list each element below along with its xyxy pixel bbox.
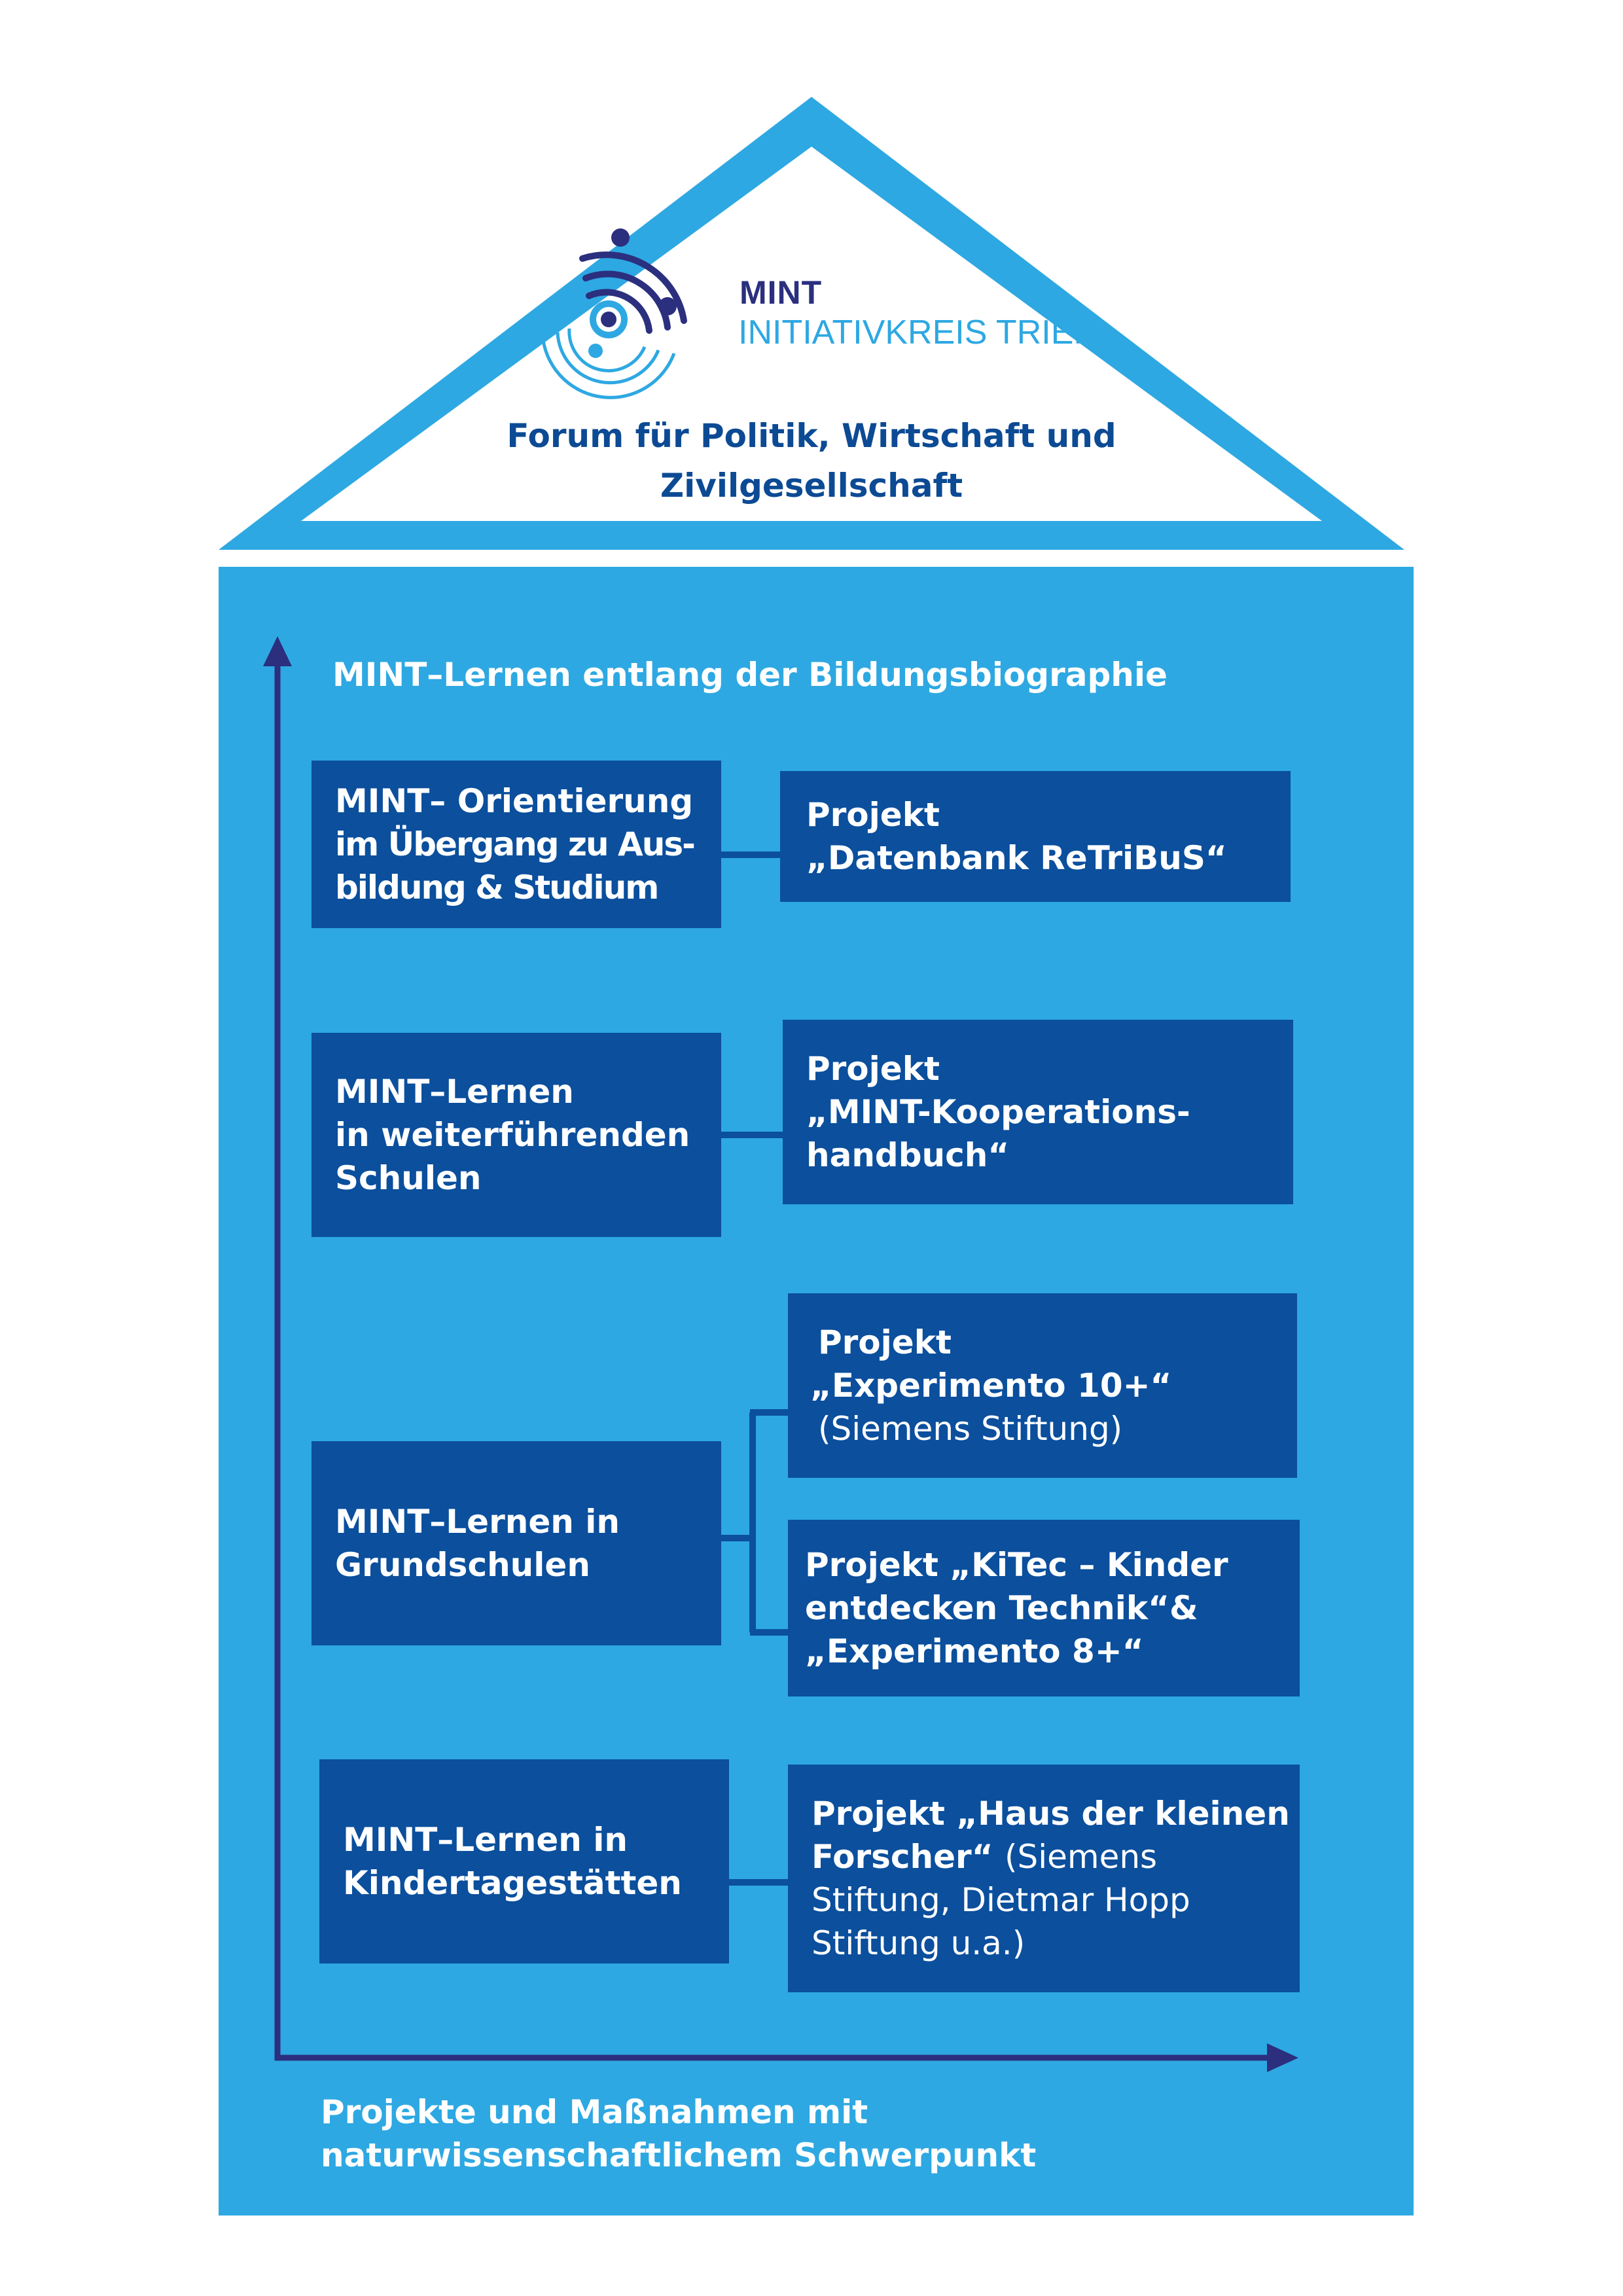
roof-caption: Forum für Politik, Wirtschaft und Zivilg… (366, 411, 1257, 511)
project-line: Projekt „Haus der kleinen (812, 1795, 1290, 1833)
brand-title: MINT (740, 274, 823, 311)
project-line: Forscher“ (812, 1838, 993, 1876)
level-box-transition: MINT– Orientierung im Übergang zu Aus- b… (312, 761, 721, 928)
project-box-retribus: Projekt „Datenbank ReTriBuS“ (780, 771, 1291, 902)
level-box-primary: MINT–Lernen in Grundschulen (312, 1441, 721, 1645)
level-line: bildung & Studium (335, 869, 659, 906)
project-box-kooperationshandbuch: Projekt „MINT-Kooperations- handbuch“ (783, 1020, 1293, 1204)
level-line: MINT–Lernen in (335, 1503, 620, 1541)
roof-caption-line: Forum für Politik, Wirtschaft und (507, 417, 1116, 455)
project-box-kitec: Projekt „KiTec – Kinder entdecken Techni… (788, 1520, 1300, 1696)
project-note: (Siemens Stiftung) (818, 1410, 1123, 1448)
connector-branch (720, 1409, 792, 1636)
level-line: Schulen (335, 1159, 482, 1197)
level-line: Grundschulen (335, 1546, 590, 1584)
axis-header: MINT–Lernen entlang der Bildungsbiograph… (332, 656, 1168, 694)
footer-line: naturwissenschaftlichem Schwerpunkt (321, 2136, 1037, 2174)
project-note: Stiftung u.a.) (812, 1924, 1026, 1962)
brand-subtitle: INITIATIVKREIS TRIER (738, 314, 1098, 351)
right-arrow-icon (1267, 2043, 1298, 2072)
roof-caption-line: Zivilgesellschaft (660, 467, 963, 505)
project-line: entdecken Technik“& (805, 1589, 1198, 1627)
project-note: Stiftung, Dietmar Hopp (812, 1881, 1190, 1919)
mint-logo-icon (541, 228, 687, 399)
level-line: Kindertagestätten (343, 1864, 682, 1902)
project-line: Projekt „KiTec – Kinder (805, 1546, 1228, 1584)
project-line: „Experimento 10+“ (810, 1367, 1172, 1405)
level-line: MINT– Orientierung (335, 782, 694, 820)
up-arrow-icon (263, 636, 292, 666)
project-box-haus-der-kleinen-forscher: Projekt „Haus der kleinen Forscher“ (Sie… (788, 1765, 1300, 1992)
project-box-experimento-10: Projekt „Experimento 10+“ (Siemens Stift… (788, 1293, 1297, 1478)
level-line: MINT–Lernen in (343, 1821, 628, 1859)
project-line: Projekt (806, 796, 940, 834)
project-line-mixed: Forscher“ (Siemens (812, 1835, 1300, 1878)
footer-line: Projekte und Maßnahmen mit (321, 2093, 868, 2131)
project-line: „Datenbank ReTriBuS“ (806, 839, 1227, 877)
project-line: „Experimento 8+“ (805, 1632, 1144, 1670)
project-note: (Siemens (1005, 1838, 1158, 1876)
level-box-kindergarten: MINT–Lernen in Kindertagestätten (319, 1759, 729, 1964)
axis-footer: Projekte und Maßnahmen mit naturwissensc… (321, 2090, 1368, 2177)
level-box-secondary: MINT–Lernen in weiterführenden Schulen (312, 1033, 721, 1237)
level-line: MINT–Lernen (335, 1073, 574, 1111)
project-line: handbuch“ (806, 1136, 1010, 1174)
project-line: Projekt (818, 1323, 952, 1361)
project-line: Projekt (806, 1050, 940, 1088)
level-line: in weiterführenden (335, 1116, 690, 1154)
level-line: im Übergang zu Aus- (335, 825, 696, 863)
project-line: „MINT-Kooperations- (806, 1093, 1190, 1131)
